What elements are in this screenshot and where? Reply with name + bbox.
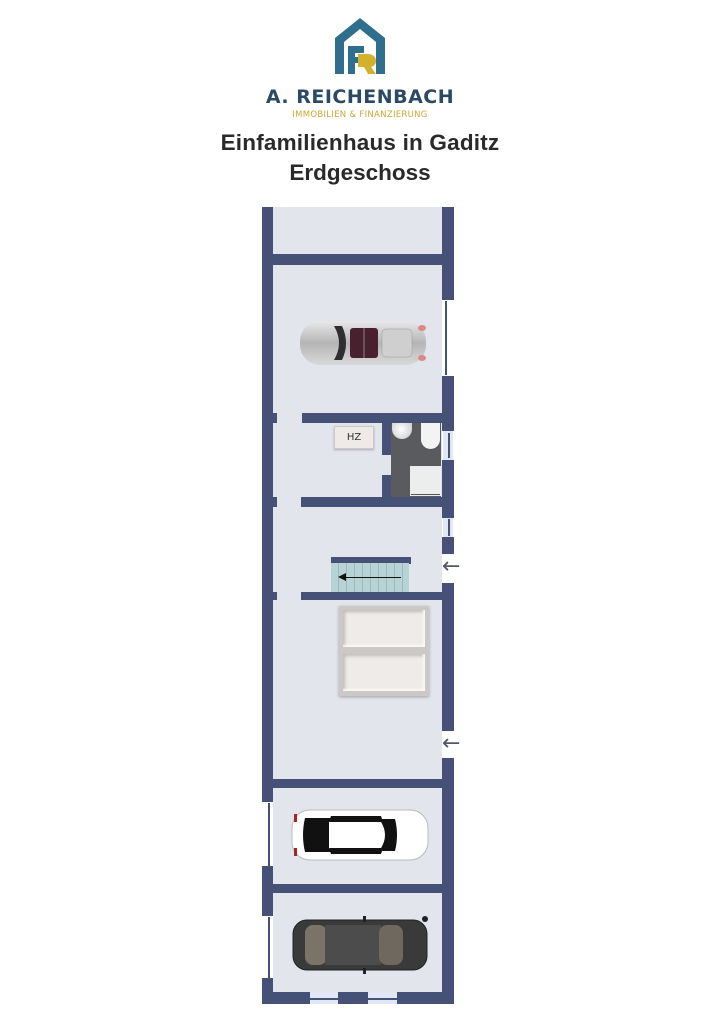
white-sedan-car-icon <box>291 808 429 867</box>
interior-wall <box>273 413 277 423</box>
interior-wall <box>301 497 442 507</box>
interior-wall <box>273 497 277 507</box>
interior-wall <box>273 884 442 893</box>
interior-wall <box>273 779 442 788</box>
garage-door-right <box>445 301 447 375</box>
bathroom-wall <box>382 423 391 455</box>
entrance-arrow-icon: ← <box>442 731 461 756</box>
bottom-window-line <box>368 998 397 1000</box>
outer-wall-right <box>442 583 454 731</box>
bathroom-wall <box>382 475 391 497</box>
outer-wall-right <box>442 207 454 300</box>
house-fr-logo-icon <box>331 16 389 76</box>
stairs-wall <box>331 557 411 564</box>
sink-icon <box>392 423 412 439</box>
brand-tagline: IMMOBILIEN & FINANZIERUNG <box>292 110 428 120</box>
double-bed-icon <box>339 606 429 696</box>
entrance-arrow-icon: ← <box>442 554 461 579</box>
heating-label: HZ <box>334 426 374 449</box>
stairs-arrow-icon <box>338 573 346 581</box>
garage-door-left <box>268 917 270 978</box>
brand-name: A. REICHENBACH <box>265 86 455 108</box>
toilet-icon <box>421 423 440 449</box>
outer-wall-right <box>442 758 454 1004</box>
shower-edge <box>411 494 440 495</box>
outer-wall-right <box>442 537 454 554</box>
bathroom-window-line <box>448 433 450 458</box>
outer-wall-left <box>262 778 273 802</box>
page-title: Einfamilienhaus in Gaditz <box>220 130 500 155</box>
outer-wall-left <box>262 866 273 916</box>
outer-wall-right <box>442 376 454 431</box>
outer-wall-bottom <box>338 992 368 1004</box>
interior-wall <box>273 254 442 265</box>
black-sedan-car-icon <box>291 915 431 980</box>
outer-wall-left <box>262 207 273 786</box>
bottom-window-line <box>310 998 338 1000</box>
silver-convertible-car-icon <box>298 316 428 375</box>
outer-wall-bottom <box>262 992 310 1004</box>
interior-wall <box>302 413 442 423</box>
outer-wall-bottom <box>397 992 454 1004</box>
floor-title: Erdgeschoss <box>289 160 431 185</box>
garage-door-left <box>268 803 270 866</box>
outer-wall-left <box>262 978 273 1004</box>
interior-wall <box>273 592 277 600</box>
outer-wall-right <box>442 460 454 518</box>
hall-window-line <box>448 519 450 536</box>
stairs-direction-line <box>343 577 401 578</box>
interior-wall <box>301 592 442 600</box>
shower-icon <box>410 466 441 496</box>
